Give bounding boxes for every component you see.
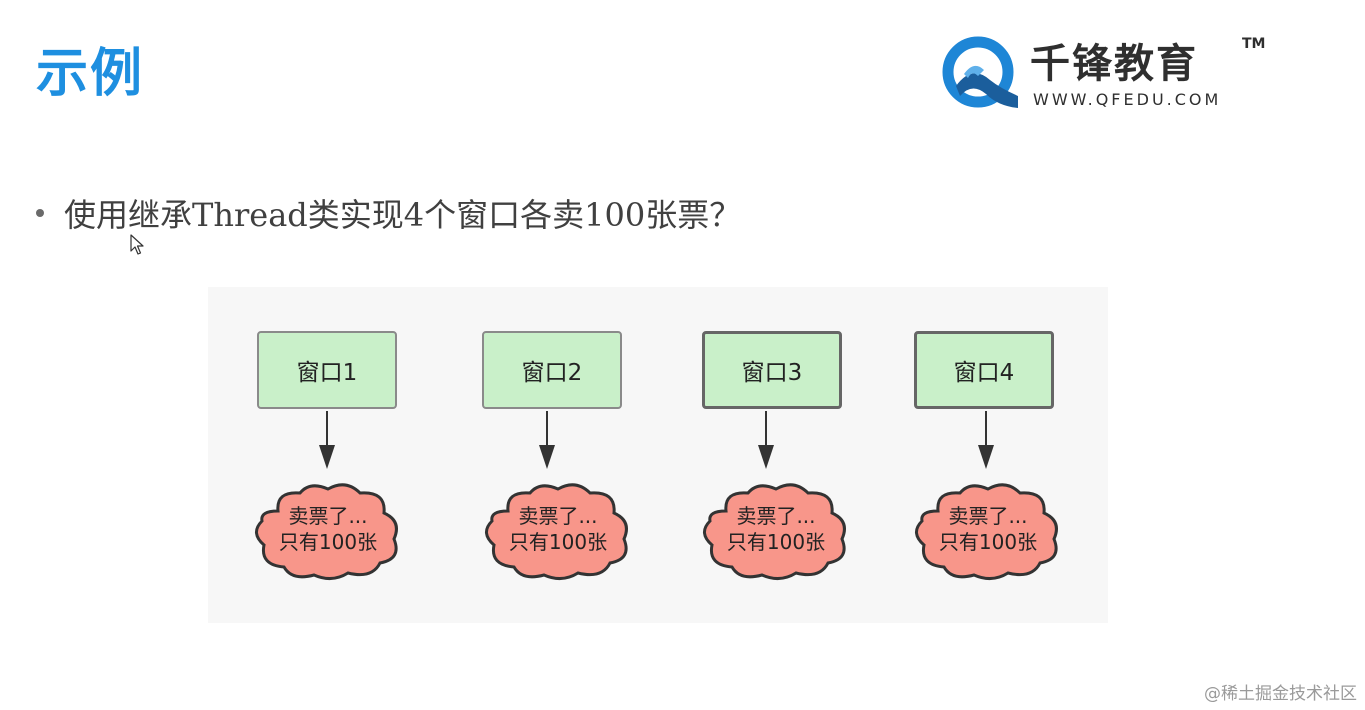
down-arrow-icon bbox=[539, 411, 555, 469]
bullet-text: 使用继承Thread类实现4个窗口各卖100张票？ bbox=[64, 196, 742, 234]
qfedu-emblem-icon bbox=[942, 36, 1018, 108]
slide-title: 示例 bbox=[36, 44, 145, 104]
window-box-3: 窗口3 bbox=[702, 331, 842, 409]
window-box-1: 窗口1 bbox=[257, 331, 397, 409]
cloud-callout-1: 卖票了... 只有100张 bbox=[248, 481, 408, 581]
cloud-callout-3: 卖票了... 只有100张 bbox=[696, 481, 856, 581]
down-arrow-icon bbox=[758, 411, 774, 469]
window-box-2: 窗口2 bbox=[482, 331, 622, 409]
logo-name: 千锋教育 bbox=[1030, 41, 1198, 87]
watermark: @稀土掘金技术社区 bbox=[1204, 684, 1357, 704]
logo-url: WWW.QFEDU.COM bbox=[1033, 90, 1222, 109]
down-arrow-icon bbox=[978, 411, 994, 469]
window-box-4: 窗口4 bbox=[914, 331, 1054, 409]
cloud-text-line1: 卖票了... bbox=[518, 504, 598, 528]
cloud-shape-icon bbox=[703, 483, 846, 580]
cloud-shape-icon bbox=[485, 483, 628, 580]
bullet-dot-icon bbox=[36, 209, 44, 217]
cloud-text-line2: 只有100张 bbox=[938, 530, 1038, 554]
logo-trademark: TM bbox=[1242, 36, 1266, 52]
bullet-point: 使用继承Thread类实现4个窗口各卖100张票？ bbox=[36, 190, 741, 236]
cloud-text-line1: 卖票了... bbox=[288, 504, 368, 528]
cloud-shape-icon bbox=[915, 483, 1058, 580]
qfedu-logo: 千锋教育 TM WWW.QFEDU.COM bbox=[938, 34, 1268, 114]
cloud-callout-4: 卖票了... 只有100张 bbox=[908, 481, 1068, 581]
ticket-windows-diagram: 窗口1 卖票了... 只有100张 窗口2 卖票了... 只有100张 窗口3 … bbox=[208, 287, 1108, 623]
cloud-text-line2: 只有100张 bbox=[278, 530, 378, 554]
cloud-text-line2: 只有100张 bbox=[726, 530, 826, 554]
cloud-text-line2: 只有100张 bbox=[508, 530, 608, 554]
cloud-shape-icon bbox=[255, 483, 398, 580]
mouse-pointer-icon bbox=[130, 234, 144, 255]
cloud-text-line1: 卖票了... bbox=[948, 504, 1028, 528]
down-arrow-icon bbox=[319, 411, 335, 469]
cloud-text-line1: 卖票了... bbox=[736, 504, 816, 528]
cloud-callout-2: 卖票了... 只有100张 bbox=[478, 481, 638, 581]
